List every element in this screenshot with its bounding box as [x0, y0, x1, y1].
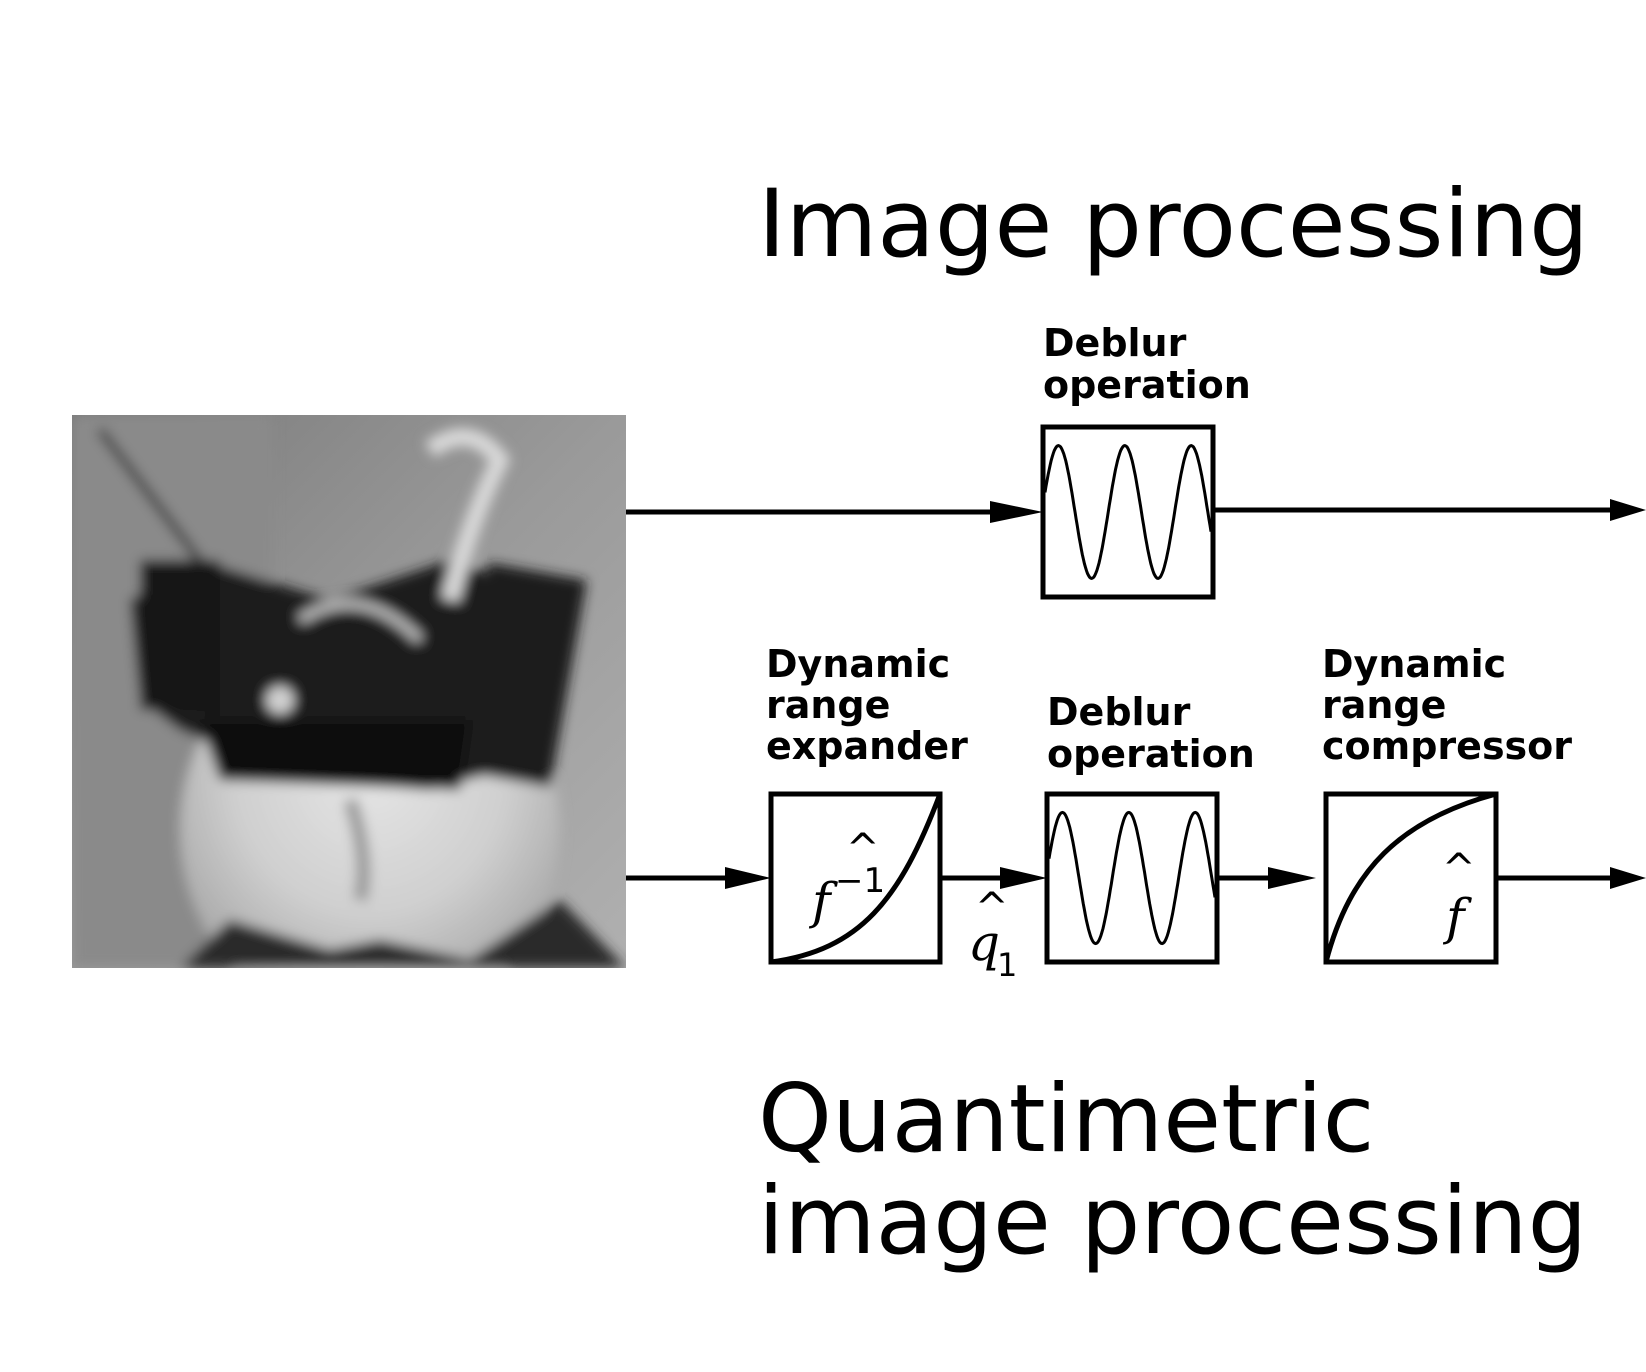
- q1-symbol: q: [968, 914, 1000, 972]
- bottom-deblur-label-1: Deblur: [1047, 690, 1191, 734]
- expander-superscript: −1: [835, 861, 885, 901]
- title-image-processing-bottom: image processing: [758, 1167, 1587, 1276]
- input-photo: [72, 415, 626, 968]
- top-deblur-label-2: operation: [1043, 363, 1251, 407]
- signal-q1: ^ q 1: [968, 885, 1017, 984]
- bottom-deblur-label-2: operation: [1047, 732, 1255, 776]
- compressor-label-1: Dynamic: [1322, 642, 1506, 686]
- q1-hat: ^: [975, 885, 1009, 931]
- bottom-deblur-block: [1044, 791, 1220, 965]
- arrowhead: [1000, 867, 1047, 889]
- arrowhead: [1268, 867, 1316, 889]
- compressor-label-2: range: [1322, 683, 1446, 727]
- expander-label-1: Dynamic: [766, 642, 950, 686]
- arrowhead: [1610, 499, 1646, 521]
- arrowhead: [725, 867, 771, 889]
- title-image-processing: Image processing: [758, 170, 1589, 279]
- top-deblur-label-1: Deblur: [1043, 321, 1187, 365]
- dynamic-range-expander-block: ^ f −1: [768, 791, 943, 965]
- title-quantimetric: Quantimetric: [758, 1065, 1374, 1174]
- top-path: Deblur operation: [626, 321, 1646, 600]
- bottom-path: Dynamic range expander ^ f −1 ^ q 1 Debl…: [626, 642, 1646, 984]
- dynamic-range-compressor-block: ^ f: [1323, 791, 1499, 965]
- compressor-hat: ^: [1442, 846, 1476, 892]
- expander-hat: ^: [846, 826, 880, 872]
- arrowhead: [1610, 867, 1646, 889]
- arrowhead: [990, 501, 1043, 523]
- q1-subscript: 1: [997, 946, 1017, 984]
- expander-label-3: expander: [766, 724, 968, 768]
- top-deblur-block: [1040, 424, 1216, 600]
- compressor-label-3: compressor: [1322, 724, 1572, 768]
- expander-label-2: range: [766, 683, 890, 727]
